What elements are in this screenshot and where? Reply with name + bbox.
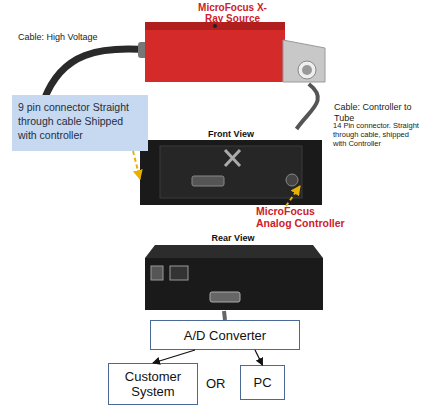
- controller-front: Front View: [140, 129, 322, 206]
- node-text: A/D Converter: [184, 328, 266, 343]
- high-voltage-cable: [44, 49, 150, 100]
- power-socket: [170, 266, 188, 280]
- node-text: PC: [253, 375, 271, 390]
- cable-label: Cable: Controller to Tube: [334, 102, 426, 124]
- xray-source: MicroFocus X-Ray Source: [145, 2, 327, 84]
- tube-connector: [298, 61, 316, 79]
- rear-panel: [145, 258, 323, 310]
- part-label: MicroFocus Analog Controller: [256, 205, 351, 229]
- power-switch: [151, 266, 163, 280]
- db9-connector: [192, 176, 224, 186]
- or-text: OR: [206, 376, 236, 391]
- node-text: MicroFocus X-Ray Source: [190, 2, 275, 24]
- process-box: Customer System: [108, 363, 198, 405]
- connector: [297, 84, 318, 129]
- source-screw: [213, 24, 217, 28]
- logo-mark: [225, 150, 240, 166]
- round-connector: [286, 174, 298, 186]
- note-text: 14 Pin connector. Straight through cable…: [333, 121, 423, 148]
- node-text: Rear View: [143, 233, 323, 244]
- connector: [133, 151, 140, 179]
- rear-panel-top: [145, 245, 323, 258]
- rear-connector: [210, 292, 240, 302]
- process-box: PC: [240, 365, 285, 400]
- node-text: Front View: [140, 129, 322, 140]
- note-box: 9 pin connector Straight through cable S…: [12, 95, 148, 151]
- tube-connector-core: [302, 65, 312, 75]
- xray-source-body: [145, 22, 285, 82]
- front-panel: [140, 140, 322, 205]
- leader-line: [286, 186, 300, 206]
- controller-rear: Rear View: [143, 233, 323, 311]
- connector: [255, 350, 263, 365]
- connector: [224, 311, 225, 320]
- node-text: Customer System: [109, 369, 197, 399]
- cable-label: Cable: High Voltage: [18, 32, 128, 43]
- process-box: A/D Converter: [150, 320, 300, 350]
- connector: [153, 350, 195, 363]
- xray-nozzle: [283, 40, 325, 82]
- node-text: 9 pin connector Straight through cable S…: [18, 100, 142, 142]
- front-panel-inset: [160, 146, 302, 198]
